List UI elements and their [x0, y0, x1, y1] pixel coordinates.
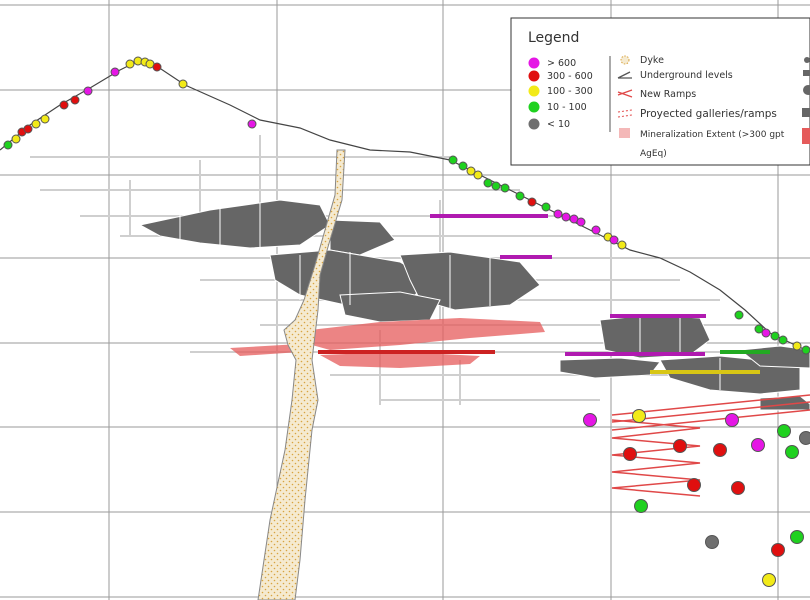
grade-swatch-lt10	[528, 118, 540, 130]
stope-blocks	[138, 199, 810, 411]
grade-swatch-100-300	[528, 85, 540, 97]
legend-clipped-symbols	[802, 57, 810, 144]
intercept-points	[583, 409, 810, 587]
legend-feature-label: Proyected galleries/ramps	[640, 108, 777, 120]
legend-grade-label: 10 - 100	[547, 102, 587, 113]
mineralization-extent	[230, 318, 545, 368]
legend-title: Legend	[528, 30, 579, 46]
mineralization-extent-icon	[619, 128, 630, 138]
legend-grade-label: 100 - 300	[547, 86, 593, 97]
legend-feature-label: New Ramps	[640, 89, 696, 100]
legend-feature-label: Underground levels	[640, 70, 733, 81]
legend: Legend > 600 300 - 600 100 - 300 10 - 10…	[510, 17, 810, 166]
dyke-icon	[620, 55, 630, 65]
legend-feature-label: AgEq)	[640, 149, 667, 159]
grade-swatch-10-100	[528, 101, 540, 113]
assay-points	[3, 56, 810, 355]
legend-grade-classes: > 600 300 - 600 100 - 300 10 - 100 < 10	[528, 57, 593, 130]
underground-levels-icon	[617, 71, 632, 79]
grade-swatch-gt600	[528, 57, 540, 69]
legend-grade-label: 300 - 600	[547, 71, 593, 82]
legend-feature-label: Dyke	[640, 55, 664, 66]
legend-grade-label: < 10	[547, 119, 570, 130]
drill-intercepts	[318, 214, 770, 374]
stope-subdivisions	[179, 203, 721, 390]
legend-features: Dyke Underground levels New Ramps Proyec…	[617, 55, 785, 159]
legend-feature-label: Mineralization Extent (>300 gpt	[640, 130, 785, 140]
grade-swatch-300-600	[528, 70, 540, 82]
dyke	[257, 149, 346, 600]
new-ramps-icon	[617, 89, 633, 98]
legend-grade-label: > 600	[547, 58, 576, 69]
